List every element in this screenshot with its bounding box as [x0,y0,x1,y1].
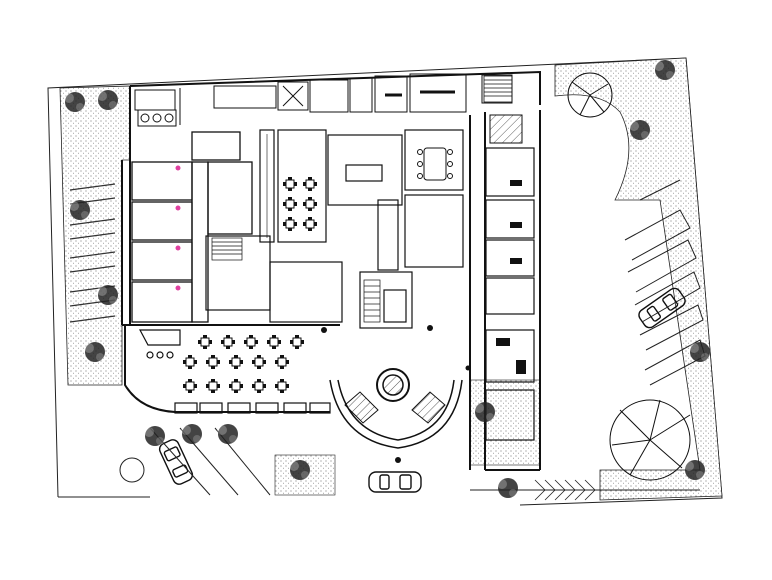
office-desks [496,180,526,374]
core-stairs [211,237,407,323]
front-planters [174,402,331,414]
car-icon [158,287,686,493]
guest-rooms [131,131,253,323]
chevron-paving [534,479,596,501]
meeting-table [417,147,453,181]
lobby-seating [344,391,446,424]
dining-area [182,334,305,394]
site-boundary [47,57,723,506]
landscape-right [554,57,723,501]
ramp [489,114,523,144]
top-service-rooms [134,73,513,127]
bar-counter [139,329,181,359]
reading-tables [282,176,318,232]
parking-bays-right [624,179,706,386]
guest-room-fixtures [175,165,181,291]
lobby-figures [321,325,471,463]
stair-top [483,75,513,103]
large-tree [567,72,691,481]
core-walls [205,129,464,329]
